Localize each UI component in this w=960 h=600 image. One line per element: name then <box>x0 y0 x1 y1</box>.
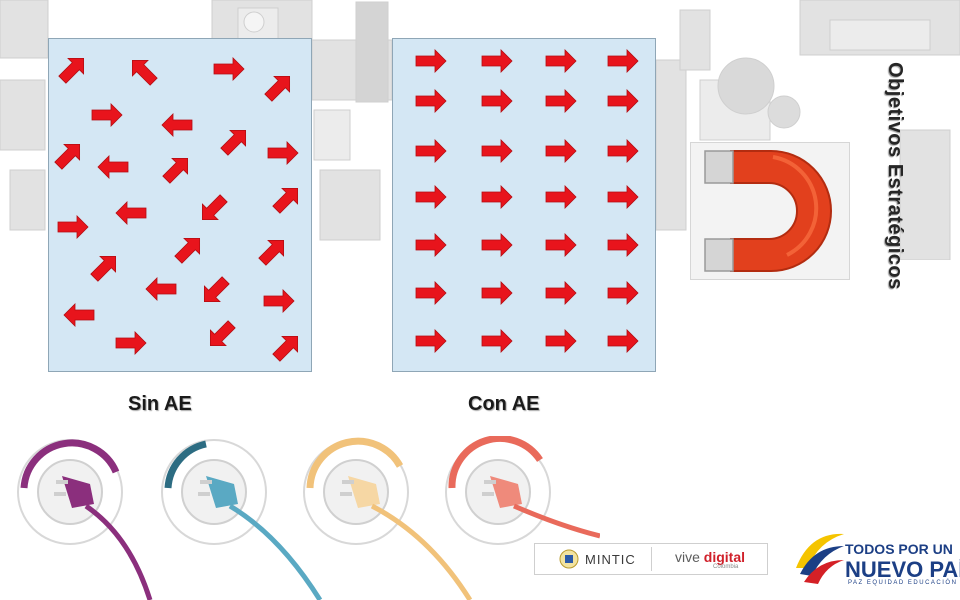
gov-logo-line3: PAZ EQUIDAD EDUCACIÓN <box>848 580 958 586</box>
mintic-logo-text: MINTIC <box>585 552 636 567</box>
arrow-icon <box>415 49 447 73</box>
plugs-illustration <box>17 436 600 600</box>
arrow-icon <box>145 277 177 301</box>
arrow-icon <box>58 57 85 84</box>
todos-por-un-nuevo-pais-emblem <box>796 533 844 584</box>
arrow-icon <box>481 233 513 257</box>
vive-prefix: vive <box>675 549 704 565</box>
arrow-icon <box>481 185 513 209</box>
colombia-seal-icon <box>559 549 579 569</box>
arrow-icon <box>481 281 513 305</box>
mintic-vive-digital-logos: MINTIC vive digital Colombia <box>534 543 768 575</box>
arrow-icon <box>545 139 577 163</box>
vive-brand: digital <box>703 549 746 565</box>
arrow-icon <box>162 157 189 184</box>
magnet-icon <box>704 150 832 272</box>
arrow-icon <box>545 281 577 305</box>
arrow-icon <box>607 329 639 353</box>
slide-title: Objetivos Estratégicos <box>884 62 906 290</box>
plug-teal-icon <box>161 439 323 600</box>
magnet-image <box>690 142 850 280</box>
arrow-icon <box>90 255 117 282</box>
arrow-icon <box>264 75 291 102</box>
arrow-icon <box>57 215 89 239</box>
arrow-icon <box>481 49 513 73</box>
arrow-icon <box>415 233 447 257</box>
aligned-arrows <box>415 49 639 353</box>
arrow-icon <box>54 143 81 170</box>
vive-digital-logo-text: vive digital <box>675 549 745 565</box>
plug-purple-icon <box>17 439 153 600</box>
panel-without-ae <box>48 38 312 372</box>
plug-yellow-icon <box>303 437 473 600</box>
panel-with-ae <box>392 38 656 372</box>
arrow-icon <box>607 281 639 305</box>
arrow-icon <box>481 89 513 113</box>
caption-con-ae: Con AE <box>468 393 540 415</box>
arrow-icon <box>481 139 513 163</box>
arrow-icon <box>545 185 577 209</box>
arrow-icon <box>481 329 513 353</box>
arrow-icon <box>115 201 147 225</box>
arrow-icon <box>415 139 447 163</box>
arrow-icon <box>272 187 299 214</box>
arrow-icon <box>263 289 295 313</box>
arrow-icon <box>91 103 123 127</box>
arrow-icon <box>213 57 245 81</box>
arrow-icon <box>607 233 639 257</box>
arrow-icon <box>545 49 577 73</box>
arrow-icon <box>63 303 95 327</box>
arrow-icon <box>607 89 639 113</box>
arrow-icon <box>258 239 285 266</box>
arrow-icon <box>272 335 299 362</box>
arrow-icon <box>545 89 577 113</box>
arrow-icon <box>97 155 129 179</box>
arrow-icon <box>203 276 230 303</box>
arrow-icon <box>209 320 236 347</box>
arrow-icon <box>115 331 147 355</box>
arrow-icon <box>220 129 247 156</box>
arrow-icon <box>607 49 639 73</box>
arrow-icon <box>545 233 577 257</box>
arrow-icon <box>161 113 193 137</box>
arrow-icon <box>201 194 228 221</box>
gov-logo-line1: TODOS POR UN <box>845 541 953 557</box>
arrow-icon <box>415 185 447 209</box>
caption-sin-ae: Sin AE <box>128 393 192 415</box>
arrow-icon <box>267 141 299 165</box>
arrow-icon <box>607 139 639 163</box>
arrow-icon <box>545 329 577 353</box>
random-arrows <box>54 57 299 362</box>
arrow-icon <box>415 89 447 113</box>
arrow-icon <box>415 329 447 353</box>
arrow-icon <box>415 281 447 305</box>
arrow-icon <box>131 59 158 86</box>
gov-logo-line2: NUEVO PAÍS <box>845 557 960 582</box>
plug-coral-icon <box>445 436 600 545</box>
vive-digital-country: Colombia <box>713 564 739 570</box>
arrow-icon <box>607 185 639 209</box>
arrow-icon <box>174 237 201 264</box>
logo-divider <box>651 547 652 571</box>
